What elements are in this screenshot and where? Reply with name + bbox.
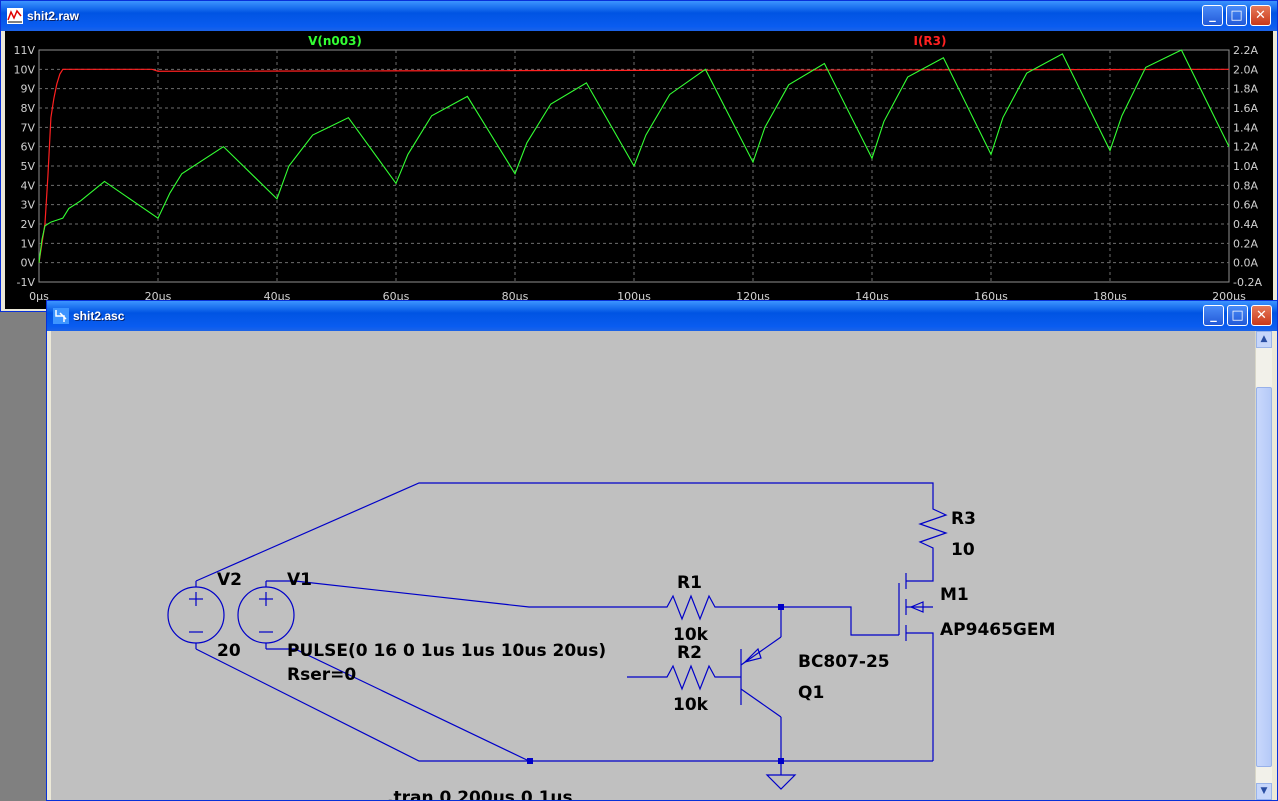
y-left-tick-label: 4V xyxy=(20,179,35,192)
waveform-plot[interactable]: 11V 2.2A 10V 2.0A 9V 1.8A 8V 1.6A 7V 1.4A 6V 1.2A 5V… xyxy=(5,31,1273,309)
y-left-tick-label: 5V xyxy=(20,160,35,173)
y-left-tick-label: 9V xyxy=(20,83,35,96)
y-right-tick-label: 1.8A xyxy=(1233,83,1258,96)
maximize-button[interactable]: □ xyxy=(1226,5,1247,26)
scroll-up-button[interactable]: ▲ xyxy=(1256,331,1272,348)
x-tick-label: 60µs xyxy=(383,290,410,303)
vertical-scrollbar[interactable]: ▲ ▼ xyxy=(1255,331,1272,800)
q1-transistor-symbol xyxy=(740,607,782,761)
x-tick-label: 0µs xyxy=(29,290,49,303)
x-tick-label: 180µs xyxy=(1093,290,1127,303)
y-right-tick-label: 1.0A xyxy=(1233,160,1258,173)
y-left-tick-label: 8V xyxy=(20,102,35,115)
y-right-tick-label: 1.2A xyxy=(1233,141,1258,154)
scroll-down-button[interactable]: ▼ xyxy=(1256,783,1272,800)
x-tick-label: 40µs xyxy=(264,290,291,303)
q1-name-label: Q1 xyxy=(798,683,824,703)
junction-dot xyxy=(778,758,784,764)
r1-value-label: 10k xyxy=(673,625,709,645)
m1-mosfet-symbol xyxy=(898,573,934,761)
sim-directive-label: .tran 0 200us 0 1us xyxy=(387,788,573,800)
v1-name-label: V1 xyxy=(287,570,312,590)
r2-name-label: R2 xyxy=(677,643,702,663)
trace-label-i-r3[interactable]: I(R3) xyxy=(913,34,946,48)
y-right-tick-label: 0.4A xyxy=(1233,218,1258,231)
schematic-window-title: shit2.asc xyxy=(73,309,125,323)
plot-background xyxy=(5,31,1273,309)
minimize-button[interactable]: _ xyxy=(1202,5,1223,26)
r2-value-label: 10k xyxy=(673,695,709,715)
r3-value-label: 10 xyxy=(951,540,975,560)
r1-name-label: R1 xyxy=(677,573,702,593)
q1-model-label: BC807-25 xyxy=(798,652,890,672)
y-left-tick-label: 10V xyxy=(13,63,35,76)
trace-label-v-n003[interactable]: V(n003) xyxy=(308,34,362,48)
y-right-tick-label: 1.4A xyxy=(1233,121,1258,134)
scroll-thumb[interactable] xyxy=(1256,387,1272,767)
x-tick-label: 20µs xyxy=(145,290,172,303)
close-button[interactable]: ✕ xyxy=(1250,5,1271,26)
waveform-app-icon xyxy=(7,8,23,24)
x-tick-label: 160µs xyxy=(974,290,1008,303)
trace-v-n003 xyxy=(38,49,1230,263)
x-tick-label: 200µs xyxy=(1212,290,1246,303)
junction-dot xyxy=(778,604,784,610)
x-tick-label: 80µs xyxy=(502,290,529,303)
wire-v2-top xyxy=(195,482,934,582)
y-right-tick-label: 0.0A xyxy=(1233,257,1258,270)
r1-resistor-symbol xyxy=(661,594,781,621)
y-right-tick-label: -0.2A xyxy=(1233,276,1262,289)
m1-model-label: AP9465GEM xyxy=(940,620,1055,640)
x-tick-label: 140µs xyxy=(855,290,889,303)
schematic-window: shit2.asc _ □ ✕ ▲ ▼ xyxy=(46,300,1278,801)
y-left-tick-label: 6V xyxy=(20,141,35,154)
y-right-tick-label: 0.8A xyxy=(1233,179,1258,192)
y-right-tick-label: 2.0A xyxy=(1233,63,1258,76)
r3-resistor-symbol xyxy=(918,501,948,577)
y-right-tick-label: 2.2A xyxy=(1233,44,1258,57)
close-button[interactable]: ✕ xyxy=(1251,305,1272,326)
wire-v1-r1 xyxy=(266,580,661,608)
x-tick-label: 120µs xyxy=(736,290,770,303)
m1-name-label: M1 xyxy=(940,585,969,605)
junction-dot xyxy=(527,758,533,764)
r2-resistor-symbol xyxy=(627,664,741,691)
y-left-tick-label: 7V xyxy=(20,121,35,134)
wire-r1-gate xyxy=(781,606,899,636)
r3-name-label: R3 xyxy=(951,509,976,529)
v2-source-symbol xyxy=(167,581,225,649)
y-right-tick-label: 0.6A xyxy=(1233,199,1258,212)
y-left-tick-label: 1V xyxy=(20,237,35,250)
trace-i-r3 xyxy=(38,68,1230,263)
waveform-window: shit2.raw _ □ ✕ 11V 2.2A 10V 2.0A 9V 1.8A 8V 1.… xyxy=(0,0,1278,312)
wire-v2-bottom xyxy=(195,648,933,762)
y-left-tick-label: 3V xyxy=(20,199,35,212)
schematic-app-icon xyxy=(53,308,69,324)
y-right-tick-label: 1.6A xyxy=(1233,102,1258,115)
schematic-canvas[interactable]: V2 20 V1 PULSE(0 16 0 1us 1us 10us 20us)… xyxy=(51,331,1255,800)
y-left-tick-label: -1V xyxy=(17,276,36,289)
y-left-tick-label: 2V xyxy=(20,218,35,231)
v1-value-label: PULSE(0 16 0 1us 1us 10us 20us) xyxy=(287,641,606,661)
wire-v1-bottom xyxy=(266,648,530,762)
waveform-window-title: shit2.raw xyxy=(27,9,80,23)
minimize-button[interactable]: _ xyxy=(1203,305,1224,326)
y-right-tick-label: 0.2A xyxy=(1233,237,1258,250)
waveform-titlebar[interactable]: shit2.raw _ □ ✕ xyxy=(1,1,1277,31)
v2-value-label: 20 xyxy=(217,641,241,661)
schematic-titlebar[interactable]: shit2.asc _ □ ✕ xyxy=(47,301,1277,331)
v2-name-label: V2 xyxy=(217,570,242,590)
v1-rser-label: Rser=0 xyxy=(287,665,356,685)
maximize-button[interactable]: □ xyxy=(1227,305,1248,326)
v1-source-symbol xyxy=(237,581,295,649)
x-tick-label: 100µs xyxy=(617,290,651,303)
y-left-tick-label: 0V xyxy=(20,257,35,270)
y-left-tick-label: 11V xyxy=(13,44,35,57)
